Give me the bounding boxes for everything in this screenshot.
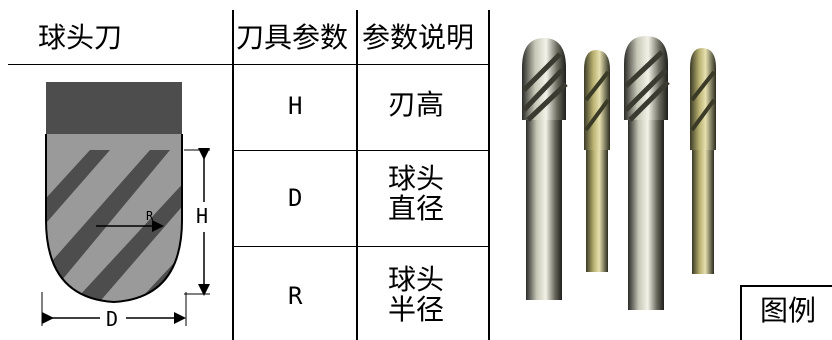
param-header: 刀具参数 [236,21,349,54]
column-divider-2 [356,10,358,340]
flute [80,165,182,302]
row-divider-1 [232,150,490,151]
row-divider-2 [232,246,490,247]
end-mill-small-2 [690,48,716,274]
param-h: H [288,92,303,120]
end-mill-large-1 [522,38,568,300]
legend-box [740,285,832,340]
desc-r-line1: 球头 [388,263,445,296]
h-label: H [196,204,208,228]
d-label: D [106,307,118,331]
ball-end-mill-diagram: R H D [41,82,210,331]
end-mill-small-1 [584,50,610,272]
header-divider [8,64,490,65]
desc-r-line2: 半径 [388,293,445,326]
end-mill-photo [522,36,716,310]
param-r: R [288,282,303,310]
param-d: D [288,184,303,212]
tool-name-header: 球头刀 [38,21,123,54]
column-divider-3 [488,10,490,340]
desc-h: 刃高 [388,88,445,121]
radius-label: R [146,209,154,223]
end-mill-large-2 [624,36,670,310]
column-divider-1 [232,10,234,340]
desc-d-line2: 直径 [388,192,445,225]
desc-d-line1: 球头 [388,162,445,195]
desc-header: 参数说明 [362,21,475,54]
flute [46,150,170,280]
legend-label: 图例 [760,294,817,327]
